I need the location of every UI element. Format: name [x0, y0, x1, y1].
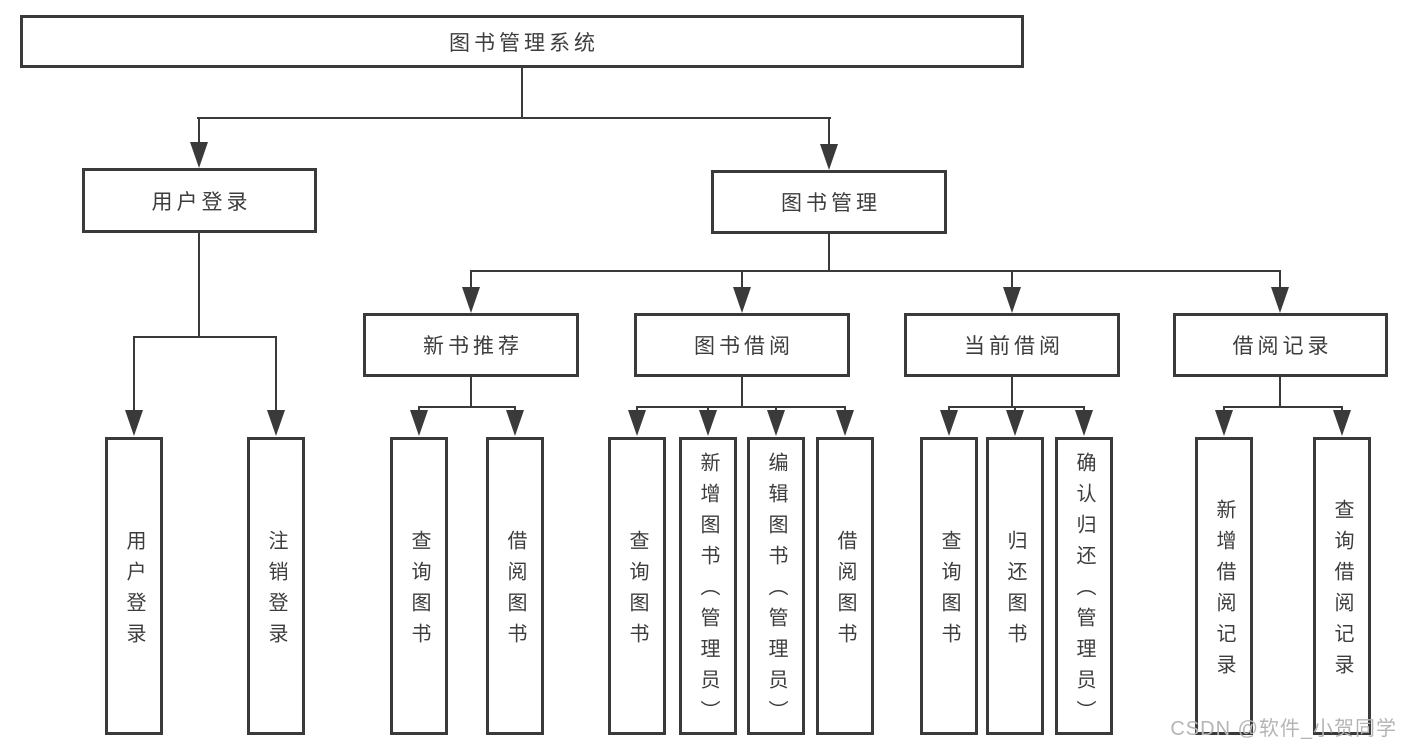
connector-line	[470, 377, 472, 408]
node-label: 借阅图书	[834, 529, 856, 654]
node-label: 查询借阅记录	[1331, 498, 1353, 685]
arrowhead-down-icon	[1333, 410, 1351, 436]
node-library-management-system: 图书管理系统	[20, 15, 1024, 68]
node-label: 新增图书（管理员）	[697, 452, 719, 731]
connector-line	[741, 377, 743, 408]
node-label: 新增借阅记录	[1213, 498, 1235, 685]
connector-line	[1279, 270, 1281, 290]
connector-line	[133, 336, 277, 338]
node-label: 新书推荐	[423, 335, 523, 358]
connector-line	[1011, 270, 1013, 290]
arrowhead-down-icon	[628, 410, 646, 436]
arrowhead-down-icon	[733, 287, 751, 313]
connector-line	[470, 270, 1281, 272]
node-label: 查询图书	[408, 529, 430, 654]
arrowhead-down-icon	[1003, 287, 1021, 313]
node-label: 归还图书	[1004, 529, 1026, 654]
node-label: 查询图书	[938, 529, 960, 654]
arrowhead-down-icon	[190, 142, 208, 168]
leaf-add-books-admin: 新增图书（管理员）	[679, 437, 737, 735]
connector-line	[741, 270, 743, 290]
arrowhead-down-icon	[462, 287, 480, 313]
leaf-return-books: 归还图书	[986, 437, 1044, 735]
connector-line	[198, 233, 200, 337]
arrowhead-down-icon	[1271, 287, 1289, 313]
leaf-confirm-return-admin: 确认归还（管理员）	[1055, 437, 1113, 735]
connector-line	[1279, 377, 1281, 408]
connector-line	[470, 270, 472, 290]
arrowhead-down-icon	[699, 410, 717, 436]
node-current-borrowing: 当前借阅	[904, 313, 1120, 377]
leaf-query-books-current: 查询图书	[920, 437, 978, 735]
node-borrowing-records: 借阅记录	[1173, 313, 1388, 377]
node-book-management: 图书管理	[711, 170, 947, 234]
node-label: 确认归还（管理员）	[1073, 452, 1095, 731]
leaf-user-login: 用户登录	[105, 437, 163, 735]
node-label: 用户登录	[151, 190, 252, 214]
node-label: 借阅记录	[1232, 335, 1333, 358]
arrowhead-down-icon	[1075, 410, 1093, 436]
arrowhead-down-icon	[836, 410, 854, 436]
connector-line	[828, 117, 830, 147]
arrowhead-down-icon	[410, 410, 428, 436]
connector-line	[418, 406, 516, 408]
leaf-logout: 注销登录	[247, 437, 305, 735]
connector-line	[133, 336, 135, 416]
connector-line	[828, 234, 830, 271]
connector-line	[275, 336, 277, 416]
leaf-borrow-books: 借阅图书	[816, 437, 874, 735]
leaf-edit-books-admin: 编辑图书（管理员）	[747, 437, 805, 735]
arrowhead-down-icon	[1006, 410, 1024, 436]
arrowhead-down-icon	[506, 410, 524, 436]
arrowhead-down-icon	[1215, 410, 1233, 436]
connector-line	[636, 406, 846, 408]
node-book-borrowing: 图书借阅	[634, 313, 850, 377]
arrowhead-down-icon	[940, 410, 958, 436]
leaf-add-borrow-record: 新增借阅记录	[1195, 437, 1253, 735]
node-label: 当前借阅	[964, 335, 1064, 358]
node-label: 编辑图书（管理员）	[765, 452, 787, 731]
arrowhead-down-icon	[767, 410, 785, 436]
connector-line	[197, 117, 831, 119]
leaf-query-books-recommend: 查询图书	[390, 437, 448, 735]
csdn-watermark: CSDN @软件_小贺同学	[1170, 718, 1397, 740]
arrowhead-down-icon	[267, 410, 285, 436]
leaf-query-books-borrow: 查询图书	[608, 437, 666, 735]
node-label: 图书借阅	[694, 335, 794, 358]
node-label: 注销登录	[265, 529, 287, 654]
connector-line	[521, 68, 523, 118]
node-user-login: 用户登录	[82, 168, 317, 233]
connector-line	[198, 117, 200, 147]
arrowhead-down-icon	[820, 144, 838, 170]
connector-line	[1223, 406, 1343, 408]
node-label: 图书管理系统	[449, 31, 599, 55]
leaf-query-borrow-record: 查询借阅记录	[1313, 437, 1371, 735]
connector-line	[948, 406, 1085, 408]
node-label: 图书管理	[781, 192, 881, 215]
arrowhead-down-icon	[125, 410, 143, 436]
node-label: 借阅图书	[504, 529, 526, 654]
connector-line	[1011, 377, 1013, 408]
node-label: 查询图书	[626, 529, 648, 654]
node-new-book-recommendation: 新书推荐	[363, 313, 579, 377]
leaf-borrow-books-recommend: 借阅图书	[486, 437, 544, 735]
node-label: 用户登录	[123, 529, 145, 654]
